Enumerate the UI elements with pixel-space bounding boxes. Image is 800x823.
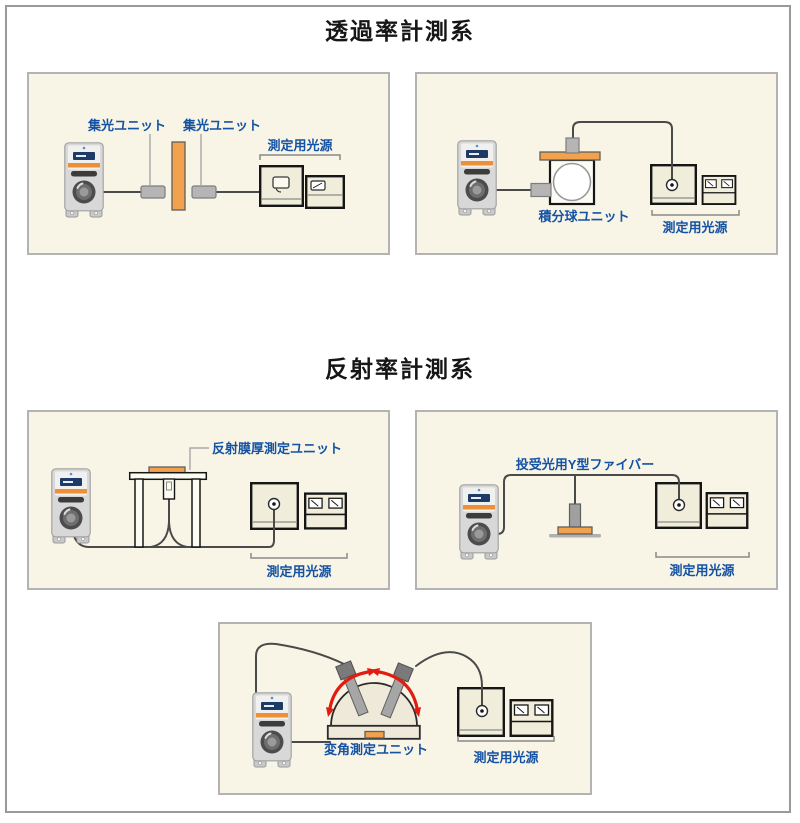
cable <box>255 642 345 693</box>
spectrometer <box>252 692 292 768</box>
spectrometer <box>457 140 497 216</box>
light-source-control-box <box>509 699 554 737</box>
y-fiber-cable <box>478 474 680 535</box>
probe-slot <box>166 481 172 491</box>
group-bracket <box>259 154 341 160</box>
panel-goniometer: 変角測定ユニット 測定用光源 <box>218 622 592 795</box>
probe <box>162 478 176 500</box>
page-border <box>5 5 791 813</box>
film-diagram: 反射膜厚測定ユニット 測定用光源 <box>51 441 348 579</box>
section-title-reflectance: 反射率計測系 <box>325 356 475 382</box>
table-leg <box>191 478 201 548</box>
sphere-diagram: 積分球ユニット 測定用光源 <box>457 121 740 235</box>
collector-unit-1 <box>140 185 166 199</box>
sample-stage <box>549 534 601 538</box>
collector-unit-2 <box>191 185 217 199</box>
lamp-icon-hook <box>275 187 282 193</box>
spectrometer <box>64 142 104 218</box>
cable <box>70 508 275 548</box>
spectrometer <box>51 468 91 544</box>
group-bracket <box>457 736 555 742</box>
sphere-label: 積分球ユニット <box>537 209 629 224</box>
panel-y-fiber: 投受光用Y型ファイバー 測定用光源 <box>415 410 778 590</box>
probe <box>568 503 582 528</box>
probe-right <box>380 662 414 719</box>
leader-line <box>189 447 209 470</box>
lamp-jack-dot <box>480 709 484 713</box>
sample-plate <box>364 730 385 739</box>
section-title-transmittance: 透過率計測系 <box>325 18 475 44</box>
panel-film-thickness: 反射膜厚測定ユニット 測定用光源 <box>27 410 390 590</box>
light-source-label: 測定用光源 <box>267 138 332 153</box>
lamp-icon <box>272 176 290 189</box>
group-bracket <box>655 552 750 558</box>
panel-integrating-sphere: 積分球ユニット 測定用光源 <box>415 72 778 255</box>
goniometer-diagram: 変角測定ユニット 測定用光源 <box>252 642 555 768</box>
cable-branch <box>150 498 170 548</box>
goniometer-label: 変角測定ユニット <box>324 742 428 757</box>
light-source-control-box <box>701 175 737 205</box>
integrating-sphere <box>552 162 592 202</box>
probe-left <box>335 660 369 717</box>
lamp-jack-dot <box>670 183 674 187</box>
group-bracket <box>250 553 348 559</box>
rotation-arrow-right <box>377 670 419 710</box>
input-connector <box>530 182 552 198</box>
light-source-control-box <box>304 492 347 530</box>
sample-plate <box>557 526 593 535</box>
sample-plate <box>171 141 186 211</box>
arrowhead <box>370 668 380 676</box>
table-leg <box>134 478 144 548</box>
arrowhead <box>413 707 421 717</box>
yfiber-diagram: 投受光用Y型ファイバー 測定用光源 <box>459 457 750 578</box>
collimator-diagram: 集光ユニット 集光ユニット 測定用光源 <box>64 118 346 218</box>
meter-needle <box>312 182 323 189</box>
collector-label-2: 集光ユニット <box>182 118 261 133</box>
light-source-label: 測定用光源 <box>473 750 538 765</box>
cable-branch <box>168 521 188 548</box>
arrowhead <box>326 707 334 717</box>
spectrometer <box>459 484 499 560</box>
light-source-label: 測定用光源 <box>669 563 734 578</box>
goniometer-dome <box>330 682 418 727</box>
collector-label-1: 集光ユニット <box>87 118 166 133</box>
rotation-arrow-left <box>328 670 370 710</box>
cable <box>415 651 483 706</box>
y-fiber-label: 投受光用Y型ファイバー <box>516 457 654 472</box>
top-connector <box>565 137 580 154</box>
light-source-control-box <box>705 492 749 529</box>
lamp-jack-dot <box>677 503 681 507</box>
cable <box>572 121 673 180</box>
film-unit-label: 反射膜厚測定ユニット <box>212 441 342 456</box>
group-bracket <box>651 210 740 216</box>
lamp-jack-dot <box>272 502 276 506</box>
light-source-label: 測定用光源 <box>662 220 727 235</box>
light-source-label: 測定用光源 <box>266 564 331 579</box>
panel-collimator-transmittance: 集光ユニット 集光ユニット 測定用光源 <box>27 72 390 255</box>
